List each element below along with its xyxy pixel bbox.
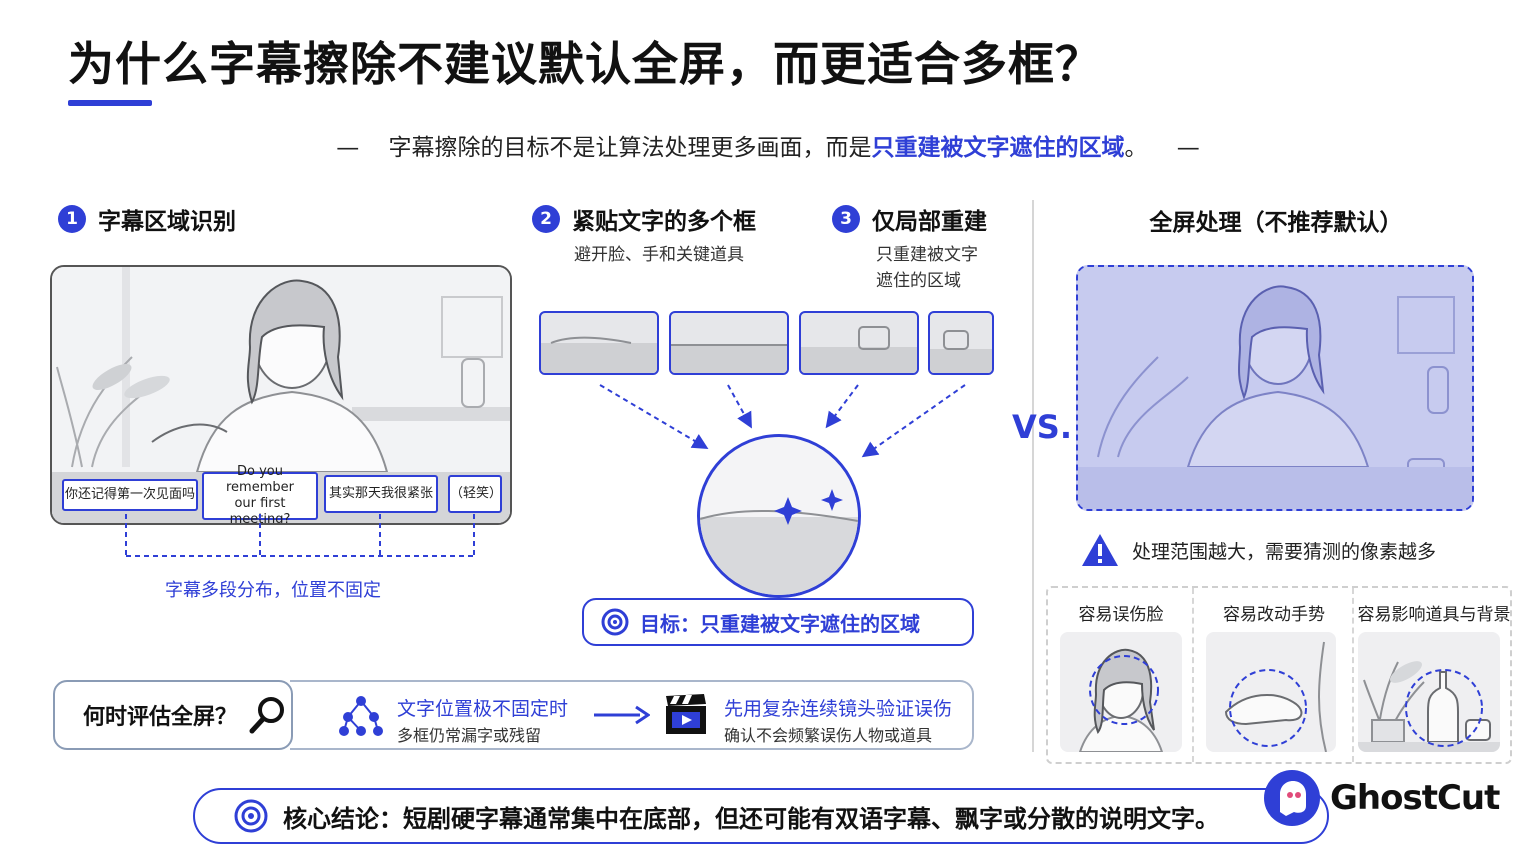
search-icon xyxy=(249,697,285,734)
step-1-title: 字幕区域识别 xyxy=(98,209,236,235)
risk-hand-image xyxy=(1206,632,1336,752)
warning-icon xyxy=(1082,534,1118,566)
converge-arrows xyxy=(599,384,966,458)
when-item1-sub: 多框仍常漏字或残留 xyxy=(397,726,542,745)
crop-box-3 xyxy=(799,311,919,375)
target-icon xyxy=(601,608,629,636)
local-rebuild-circle xyxy=(697,434,861,598)
when-evaluate-label: 何时评估全屏？ xyxy=(83,705,238,730)
fullscreen-illustration xyxy=(1078,267,1472,509)
sparkle-icon xyxy=(821,489,843,511)
subtitle-box-1: 你还记得第一次见面吗 xyxy=(62,479,198,511)
step-1-number: 1 xyxy=(58,205,86,233)
scatter-nodes-icon xyxy=(339,696,383,736)
arrow-right-icon xyxy=(594,705,650,725)
subtitle-box-2: Do you remember our first meeting? xyxy=(202,464,318,523)
goal-text: 目标：只重建被文字遮住的区域 xyxy=(640,611,920,636)
subtitle-prefix: 字幕擦除的目标不是让算法处理更多画面，而是 xyxy=(388,135,872,161)
subtitle-suffix: 。 xyxy=(1124,135,1148,161)
risk-hand-label: 容易改动手势 xyxy=(1223,605,1325,625)
step-3-desc: 只重建被文字 遮住的区域 xyxy=(876,242,978,294)
risk-props-image xyxy=(1358,632,1500,752)
crop-box-4 xyxy=(928,311,994,375)
step-2-desc: 避开脸、手和关键道具 xyxy=(574,245,744,265)
step-3-header: 3 仅局部重建 xyxy=(832,202,987,236)
risk-props-label: 容易影响道具与背景 xyxy=(1357,605,1511,625)
step-2-title: 紧贴文字的多个框 xyxy=(572,209,756,235)
core-conclusion-text: 核心结论：短剧硬字幕通常集中在底部，但还可能有双语字幕、飘字或分散的说明文字。 xyxy=(283,804,1219,833)
goal-pill: 目标：只重建被文字遮住的区域 xyxy=(582,598,974,646)
vs-label: VS. xyxy=(1012,408,1072,446)
fullscreen-scene xyxy=(1076,265,1474,511)
subtitle-box-2-line1: Do you remember xyxy=(226,464,294,495)
scatter-connectors xyxy=(125,514,475,557)
subtitle-dash-left: — xyxy=(336,135,360,161)
brand-name: GhostCut xyxy=(1330,778,1500,818)
section-divider xyxy=(1032,200,1034,752)
step-3-number: 3 xyxy=(832,205,860,233)
warning-text: 处理范围越大，需要猜测的像素越多 xyxy=(1132,540,1437,563)
when-item2-title: 先用复杂连续镜头验证误伤 xyxy=(724,698,953,720)
subtitle-dash-right: — xyxy=(1176,135,1200,161)
subtitle-highlight: 只重建被文字遮住的区域 xyxy=(871,135,1125,161)
risk-panel: 容易误伤脸 容易改动手势 容易影响道具与背景 xyxy=(1046,586,1512,764)
clapperboard-icon xyxy=(666,694,706,734)
crop-box-2 xyxy=(669,311,789,375)
target-icon xyxy=(234,799,268,833)
subtitle-box-4: （轻笑） xyxy=(448,475,502,513)
risk-hand: 容易改动手势 xyxy=(1194,588,1354,762)
scene-with-subtitles: 你还记得第一次见面吗 Do you remember our first mee… xyxy=(50,265,512,525)
risk-face: 容易误伤脸 xyxy=(1048,588,1194,762)
scatter-caption: 字幕多段分布，位置不固定 xyxy=(165,580,381,601)
fullscreen-title: 全屏处理（不推荐默认） xyxy=(1149,210,1403,236)
when-item2-sub: 确认不会频繁误伤人物或道具 xyxy=(724,726,933,745)
step-2-header: 2 紧贴文字的多个框 xyxy=(532,202,756,236)
sparkle-icon xyxy=(774,497,802,525)
step-3-desc-line1: 只重建被文字 xyxy=(876,245,978,265)
core-conclusion: 核心结论：短剧硬字幕通常集中在底部，但还可能有双语字幕、飘字或分散的说明文字。 xyxy=(193,788,1329,844)
page-title: 为什么字幕擦除不建议默认全屏，而更适合多框？ xyxy=(68,37,1102,91)
risk-face-label: 容易误伤脸 xyxy=(1078,605,1164,625)
warning-row: 处理范围越大，需要猜测的像素越多 xyxy=(1080,532,1436,568)
title-underline xyxy=(68,100,152,106)
risk-props: 容易影响道具与背景 xyxy=(1354,588,1514,762)
step-3-title: 仅局部重建 xyxy=(872,209,987,235)
brand-logo: GhostCut xyxy=(1262,768,1500,828)
step-1-header: 1 字幕区域识别 xyxy=(58,202,236,236)
step-2-number: 2 xyxy=(532,205,560,233)
crop-box-1 xyxy=(539,311,659,375)
risk-face-image xyxy=(1060,632,1182,752)
ghost-logo-icon xyxy=(1264,770,1320,826)
when-item1-title: 文字位置极不固定时 xyxy=(397,698,569,720)
step-3-desc-line2: 遮住的区域 xyxy=(876,271,961,291)
page-subtitle: — 字幕擦除的目标不是让算法处理更多画面，而是只重建被文字遮住的区域。 — xyxy=(0,128,1536,162)
when-evaluate-pill: 何时评估全屏？ xyxy=(53,680,293,750)
subtitle-box-3: 其实那天我很紧张 xyxy=(324,475,438,513)
